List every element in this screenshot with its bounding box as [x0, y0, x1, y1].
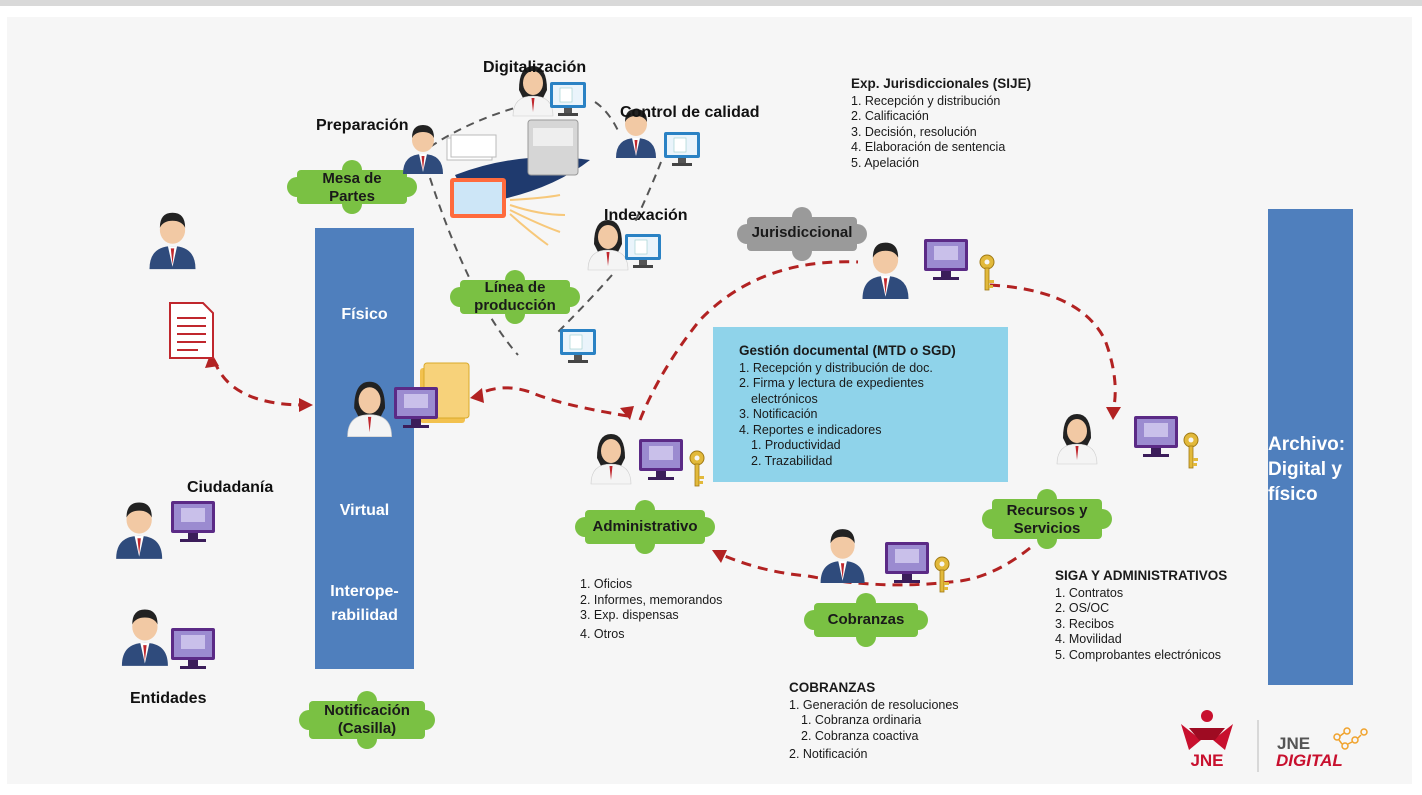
cobranzas-list: COBRANZAS 1. Generación de resoluciones …	[789, 680, 959, 763]
siga-item: 3. Recibos	[1055, 616, 1115, 631]
gestion-subitem: 1. Productividad	[751, 438, 841, 452]
archive-column	[1268, 209, 1353, 685]
sije-list: Exp. Jurisdiccionales (SIJE) 1. Recepció…	[851, 76, 1031, 171]
piece-administrativo: Administrativo	[592, 518, 698, 535]
siga-item: 5. Comprobantes electrónicos	[1055, 647, 1222, 662]
puzzle-gray	[737, 207, 867, 261]
siga-item: 4. Movilidad	[1055, 632, 1122, 646]
cobranzas-subitem: 1. Cobranza ordinaria	[801, 713, 922, 727]
gestion-subitem: 2. Trazabilidad	[751, 453, 833, 468]
channel-column	[315, 228, 414, 669]
admin-item: 2. Informes, memorandos	[580, 592, 723, 607]
jne-emblem	[1181, 710, 1233, 750]
sije-item: 5. Apelación	[851, 155, 920, 170]
arrowheads	[205, 352, 1121, 563]
gestion-item: electrónicos	[751, 391, 818, 406]
piece-notificacion-casilla: Notificación (Casilla)	[324, 702, 410, 737]
channel-interoperabilidad: Interope- rabilidad	[330, 583, 399, 624]
jne-digital-logo-bottom: DIGITAL	[1276, 751, 1343, 770]
red-dashed-flow	[212, 260, 1117, 587]
puzzle-pieces	[287, 160, 1112, 749]
top-bar	[0, 0, 1422, 6]
gestion-item: 2. Firma y lectura de expedientes	[739, 376, 924, 390]
siga-title: SIGA Y ADMINISTRATIVOS	[1055, 568, 1228, 583]
label-indexacion: Indexación	[604, 207, 688, 224]
admin-item: 4. Otros	[580, 626, 625, 641]
admin-item: 1. Oficios	[580, 577, 633, 591]
document-icon	[169, 302, 214, 359]
siga-item: 2. OS/OC	[1055, 601, 1110, 615]
cobranzas-item: 2. Notificación	[789, 747, 868, 761]
cobranzas-title: COBRANZAS	[789, 680, 876, 695]
piece-jurisdiccional: Jurisdiccional	[751, 224, 853, 241]
siga-item: 1. Contratos	[1055, 585, 1124, 600]
archivo-label: Archivo: Digital y físico	[1268, 434, 1346, 505]
label-entidades: Entidades	[130, 690, 207, 707]
gestion-documental-box: Gestión documental (MTD o SGD) 1. Recepc…	[713, 327, 1008, 482]
sije-item: 4. Elaboración de sentencia	[851, 140, 1006, 154]
jne-digital-logo-top: JNE	[1277, 734, 1311, 753]
piece-mesa-de-partes: Mesa de Partes	[322, 170, 382, 205]
sije-item: 2. Calificación	[851, 109, 929, 123]
gestion-title: Gestión documental (MTD o SGD)	[739, 343, 956, 358]
channel-fisico: Físico	[341, 306, 388, 323]
gestion-list: Gestión documental (MTD o SGD) 1. Recepc…	[739, 343, 956, 469]
label-ciudadania: Ciudadanía	[187, 479, 274, 496]
label-preparacion: Preparación	[316, 117, 409, 134]
gestion-item: 4. Reportes e indicadores	[739, 422, 882, 437]
sije-item: 1. Recepción y distribución	[851, 93, 1001, 108]
sije-item: 3. Decisión, resolución	[851, 124, 977, 139]
piece-recursos-servicios: Recursos y Servicios	[1006, 502, 1088, 537]
piece-linea-produccion: Línea de producción	[474, 279, 556, 314]
label-digitalizacion: Digitalización	[483, 59, 587, 76]
channel-virtual: Virtual	[339, 502, 390, 519]
cobranzas-subitem: 2. Cobranza coactiva	[801, 728, 919, 743]
piece-cobranzas: Cobranzas	[827, 611, 905, 628]
admin-item: 3. Exp. dispensas	[580, 608, 679, 622]
gestion-item: 1. Recepción y distribución de doc.	[739, 360, 933, 375]
admin-list: 1. Oficios 2. Informes, memorandos 3. Ex…	[580, 577, 722, 642]
label-control-calidad: Control de calidad	[620, 104, 760, 121]
jne-logo-text: JNE	[1190, 751, 1224, 770]
siga-list: SIGA Y ADMINISTRATIVOS 1. Contratos 2. O…	[1055, 568, 1227, 663]
sije-title: Exp. Jurisdiccionales (SIJE)	[851, 76, 1032, 91]
scanner-illustration	[446, 119, 590, 246]
cobranzas-item: 1. Generación de resoluciones	[789, 697, 959, 712]
jne-digital-icon	[1333, 727, 1368, 750]
diagram-panel	[7, 17, 1412, 784]
gestion-item: 3. Notificación	[739, 407, 818, 421]
